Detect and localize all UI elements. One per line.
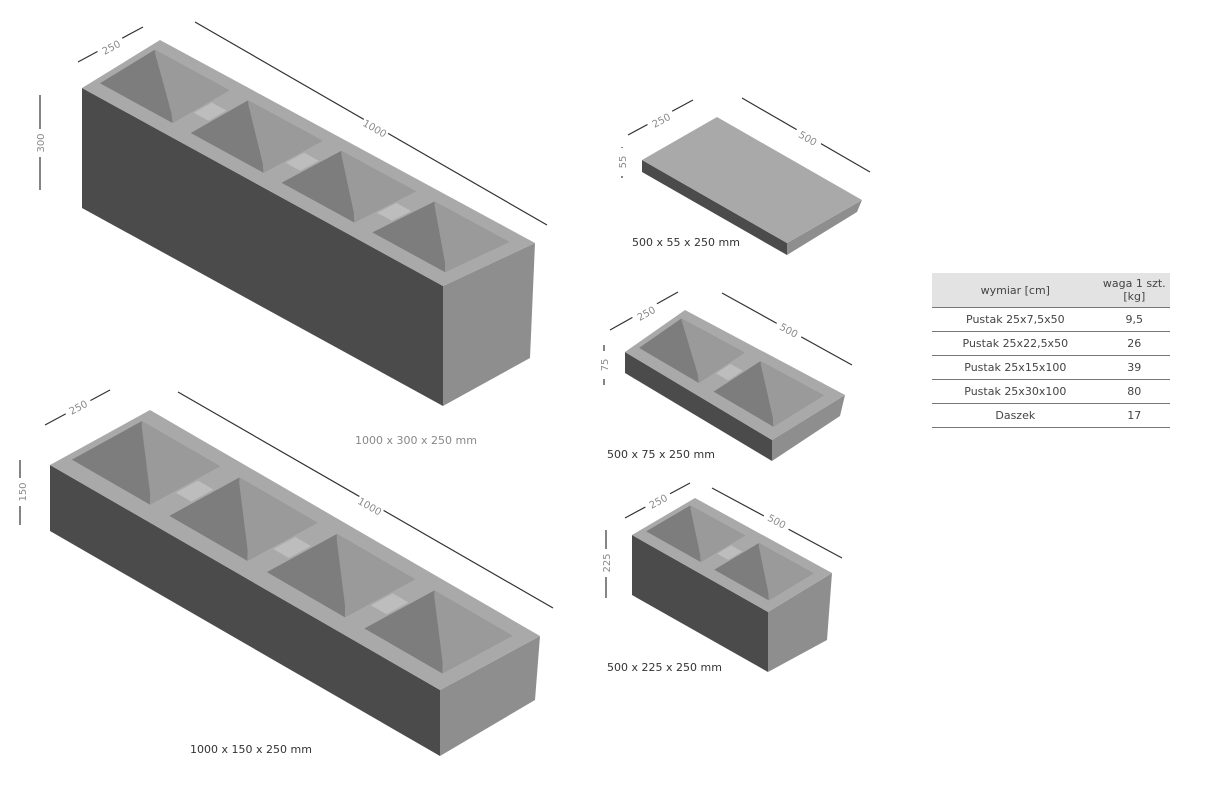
dimension-label-bg — [792, 124, 824, 152]
caption-slab-500x55: 500 x 55 x 250 mm — [632, 236, 740, 249]
cell-name: Pustak 25x7,5x50 — [932, 307, 1099, 332]
cell-weight: 26 — [1098, 331, 1170, 356]
connector-groove — [175, 480, 214, 502]
caption-block-500x75: 500 x 75 x 250 mm — [607, 448, 715, 461]
cavity-wall — [434, 201, 510, 273]
cavity-wall — [341, 150, 416, 223]
connector-groove — [377, 203, 412, 221]
block-500x75-side-face — [772, 395, 845, 461]
connector-groove — [285, 152, 319, 171]
slab-500x55-height-label: 55 — [618, 156, 629, 169]
cavity-wall — [141, 421, 220, 505]
cell-name: Pustak 25x22,5x50 — [932, 331, 1099, 356]
block-500x75-front-face — [625, 352, 772, 461]
cell-weight: 17 — [1098, 403, 1170, 428]
cell-weight: 80 — [1098, 379, 1170, 404]
connector-groove — [717, 545, 743, 560]
cell-name: Pustak 25x15x100 — [932, 355, 1099, 380]
dimension-label-bg — [15, 478, 29, 506]
cavity-wall — [760, 361, 824, 427]
slab-500x55-top-face — [642, 117, 862, 243]
weight-table: wymiar [cm] waga 1 szt. [kg] Pustak 25x7… — [932, 273, 1170, 428]
cavity-wall — [239, 477, 318, 561]
block-1000x300-front-face — [82, 88, 443, 406]
block-500x225-side-face — [768, 573, 832, 672]
slab-500x55-front-face — [642, 160, 787, 255]
cell-name: Pustak 25x30x100 — [932, 379, 1099, 404]
dimension-label-bg — [597, 351, 611, 379]
dimension-label-bg — [630, 300, 662, 326]
block-1000x300-height-label: 300 — [36, 133, 47, 152]
block-1000x300-side-face — [443, 243, 535, 406]
cavity-wall — [758, 543, 814, 601]
block-500x75-height-label: 75 — [600, 359, 611, 372]
cavity-wall — [690, 505, 746, 563]
caption-block-500x225: 500 x 225 x 250 mm — [607, 661, 722, 674]
dimension-label-bg — [359, 114, 391, 142]
header-weight: waga 1 szt. [kg] — [1098, 273, 1170, 308]
dimension-label-bg — [599, 549, 613, 577]
dimension-label-bg — [62, 394, 94, 420]
cavity-wall — [336, 534, 415, 618]
connector-groove — [715, 363, 743, 381]
dimension-label-bg — [33, 129, 47, 157]
dimension-label-bg — [642, 488, 674, 514]
slab-500x55-side-face — [787, 200, 862, 255]
block-1000x150-side-face — [440, 636, 540, 756]
block-500x225-height-label: 225 — [602, 553, 613, 572]
connector-groove — [370, 593, 409, 615]
dimension-label-bg — [761, 508, 793, 534]
dimension-label-bg — [354, 492, 386, 520]
dimension-label-bg — [773, 317, 805, 343]
connector-groove — [273, 536, 311, 558]
block-1000x150-front-face — [50, 465, 440, 756]
cavity-wall — [681, 318, 745, 383]
dimension-label-bg — [645, 107, 677, 133]
cavity-wall — [434, 590, 513, 674]
cell-weight: 9,5 — [1098, 307, 1170, 332]
cavity-wall — [247, 100, 323, 173]
header-dimension: wymiar [cm] — [932, 273, 1099, 308]
caption-block-1000x300: 1000 x 300 x 250 mm — [355, 434, 477, 447]
connector-groove — [193, 102, 227, 121]
block-1000x150-height-label: 150 — [18, 482, 29, 501]
cell-weight: 39 — [1098, 355, 1170, 380]
dimension-label-bg — [95, 34, 127, 60]
cell-name: Daszek — [932, 403, 1099, 428]
caption-block-1000x150: 1000 x 150 x 250 mm — [190, 743, 312, 756]
dimension-label-bg — [615, 148, 629, 176]
cavity-wall — [154, 49, 230, 124]
block-500x225-front-face — [632, 535, 768, 672]
